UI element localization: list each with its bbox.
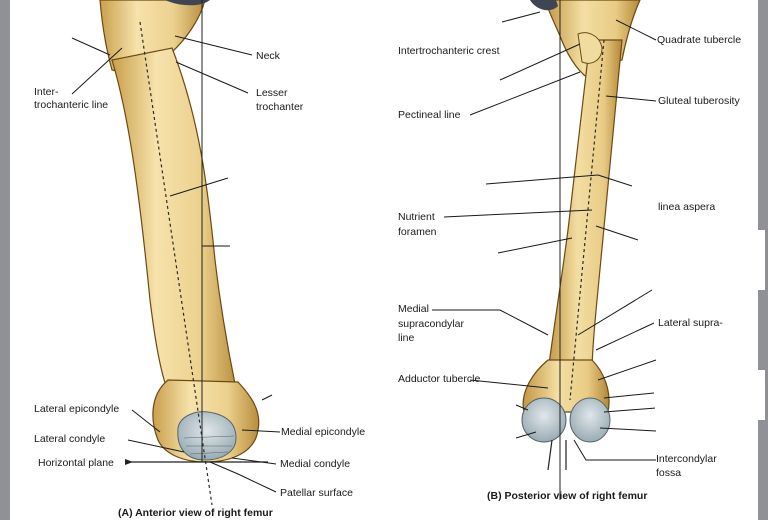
label-gluteal-tuberosity: Gluteal tuberosity <box>658 95 740 108</box>
label-mask-3 <box>655 370 765 420</box>
label-intertrochanteric-line-1: Inter- <box>34 86 59 99</box>
label-intertrochanteric-crest: Intertrochanteric crest <box>398 45 500 58</box>
label-adductor-tubercle: Adductor tubercle <box>398 373 480 386</box>
label-mask-2 <box>655 230 765 290</box>
label-lateral-supracondylar: Lateral supra- <box>658 317 723 330</box>
label-intertrochanteric-line-2: trochanteric line <box>34 99 108 112</box>
anterior-shaft <box>112 48 238 398</box>
label-lateral-condyle: Lateral condyle <box>34 433 105 446</box>
label-horizontal-plane: Horizontal plane <box>38 457 114 470</box>
label-neck: Neck <box>256 50 280 63</box>
label-lesser-trochanter-2: trochanter <box>256 101 303 114</box>
label-intercondylar-fossa-1: Intercondylar <box>656 453 717 466</box>
label-patellar-surface: Patellar surface <box>280 487 353 500</box>
caption-anterior: (A) Anterior view of right femur <box>118 507 273 519</box>
label-medial-epicondyle: Medial epicondyle <box>281 426 365 439</box>
label-lateral-epicondyle: Lateral epicondyle <box>34 403 119 416</box>
caption-posterior: (B) Posterior view of right femur <box>487 490 647 502</box>
label-medial-condyle: Medial condyle <box>280 458 350 471</box>
label-quadrate-tubercle: Quadrate tubercle <box>657 34 741 47</box>
posterior-shaft <box>548 40 622 372</box>
posterior-medial-condyle <box>522 398 566 442</box>
label-medial-supracondylar-3: line <box>398 332 414 345</box>
label-nutrient-foramen-2: foramen <box>398 226 437 239</box>
label-nutrient-foramen-1: Nutrient <box>398 211 435 224</box>
label-medial-supracondylar-1: Medial <box>398 303 429 316</box>
label-linea-aspera: linea aspera <box>658 201 715 214</box>
label-lesser-trochanter-1: Lesser <box>256 87 288 100</box>
label-pectineal-line: Pectineal line <box>398 109 460 122</box>
label-mask-1 <box>230 160 360 270</box>
posterior-lateral-condyle <box>570 398 610 442</box>
anterior-patellar-cartilage <box>178 412 236 460</box>
posterior-femur <box>522 0 640 500</box>
label-intercondylar-fossa-2: fossa <box>656 467 681 480</box>
label-medial-supracondylar-2: supracondylar <box>398 318 464 331</box>
